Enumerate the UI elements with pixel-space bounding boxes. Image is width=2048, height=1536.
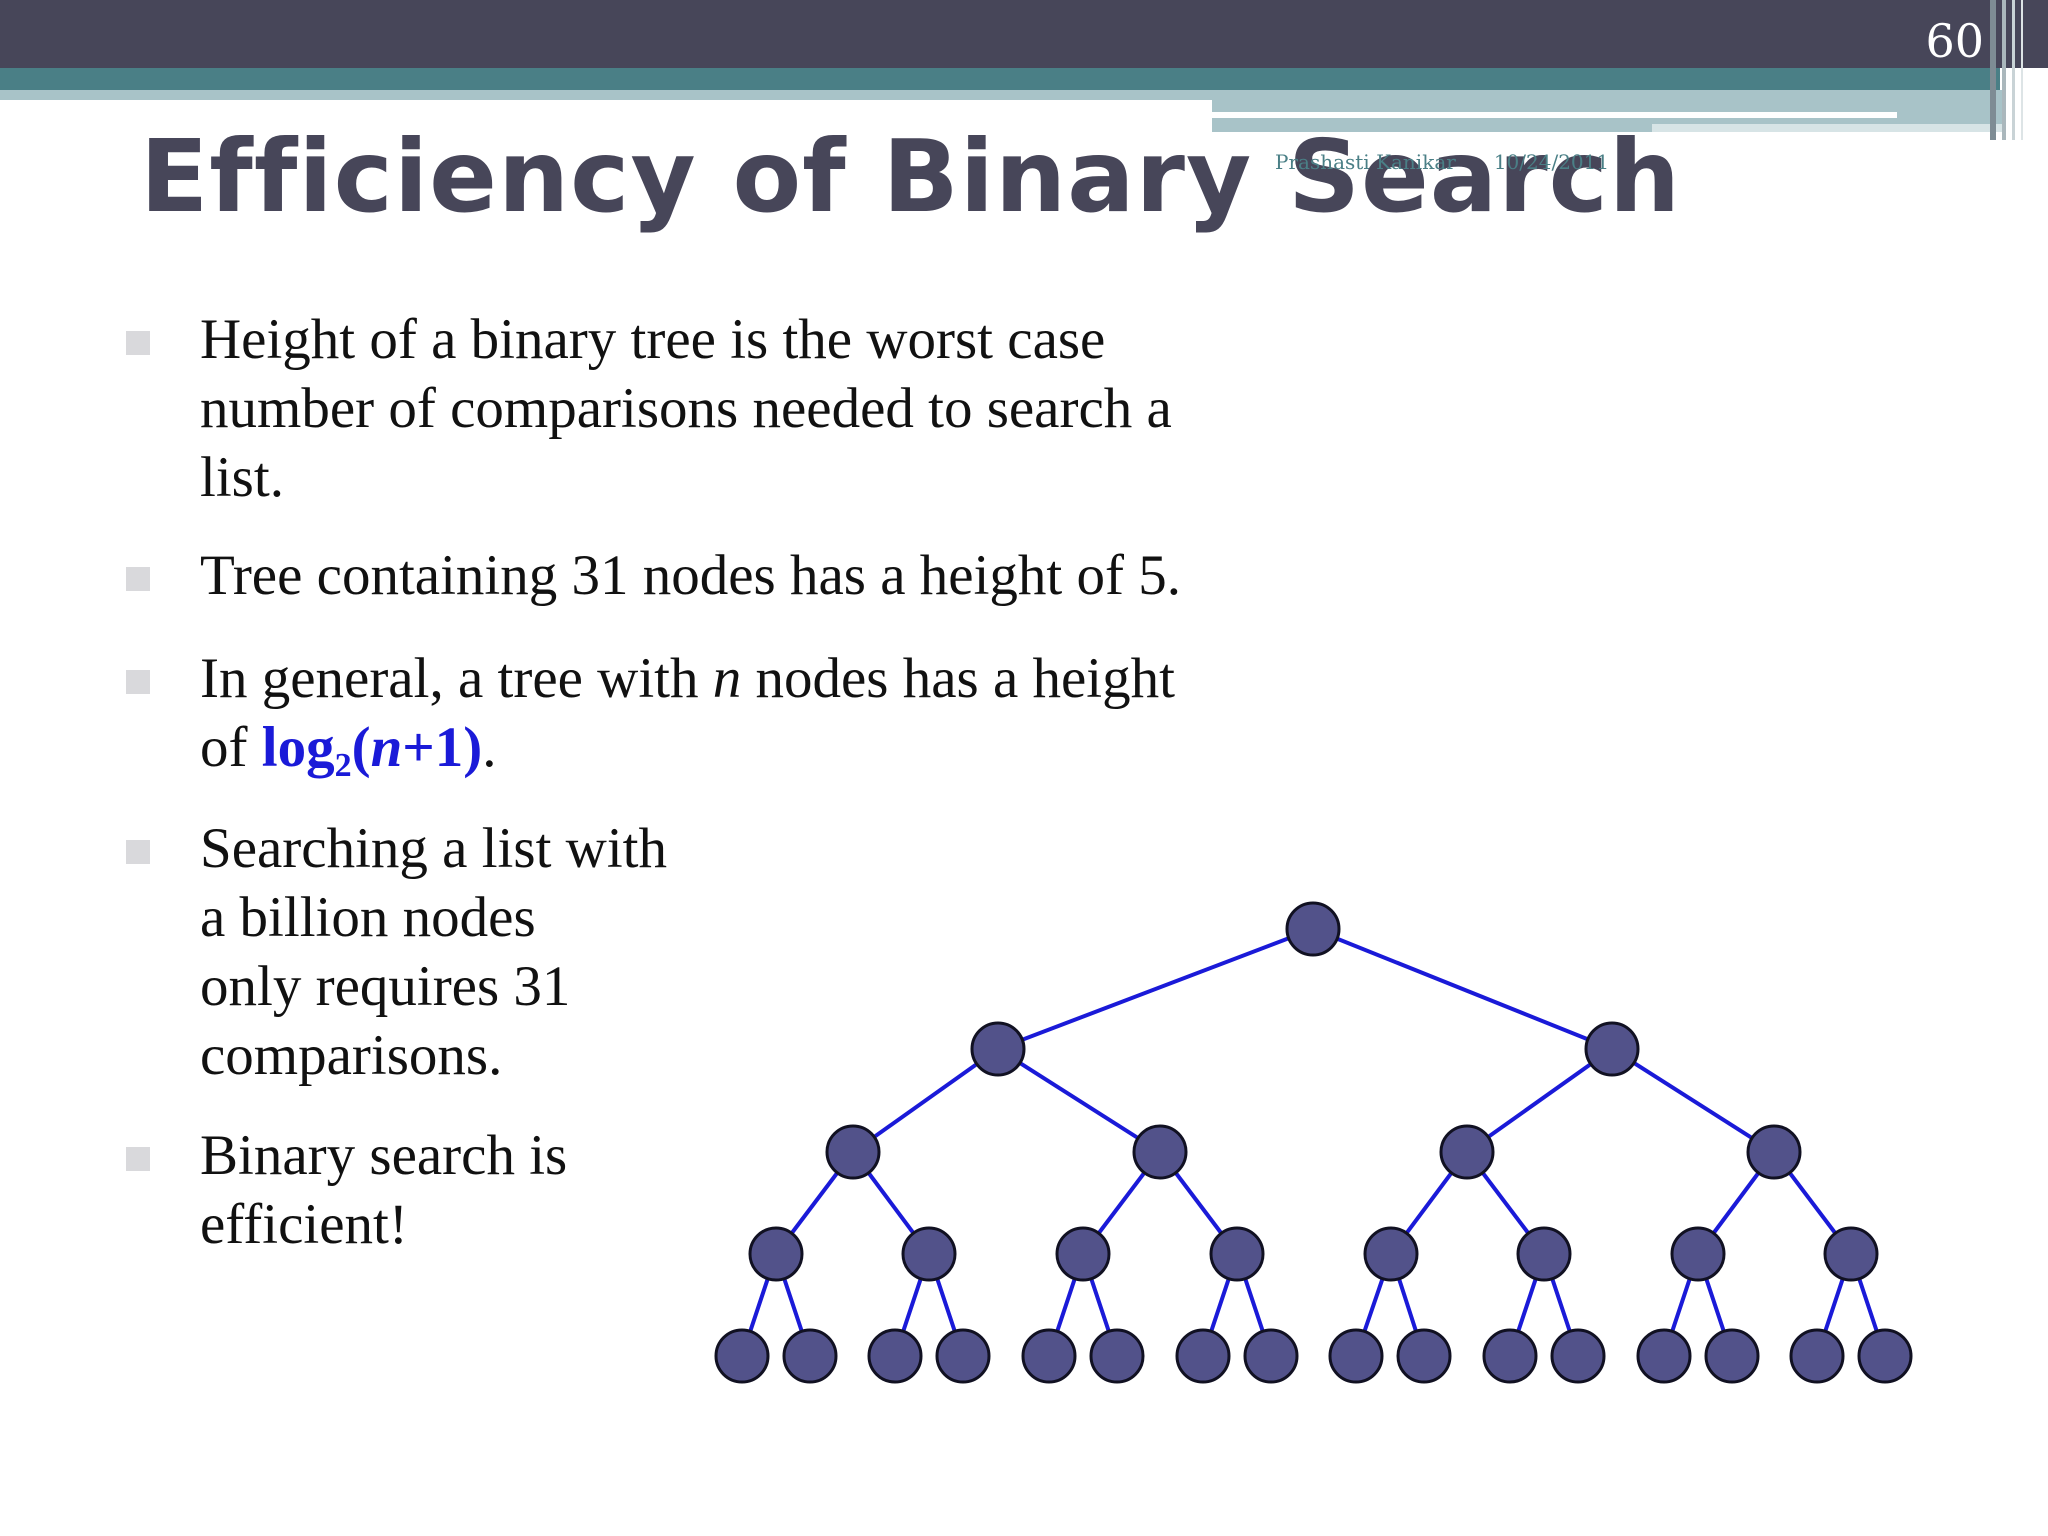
tree-node bbox=[1550, 1328, 1606, 1384]
tree-edges bbox=[740, 927, 1887, 1357]
header-bar-teal bbox=[0, 68, 2000, 90]
tree-edge bbox=[851, 1047, 1000, 1154]
bullet-text: . bbox=[482, 716, 497, 779]
header-bar-dark bbox=[0, 0, 2048, 68]
tree-node bbox=[748, 1226, 804, 1282]
bullet-line: Searching a list with bbox=[200, 817, 667, 880]
tree-node bbox=[1704, 1328, 1760, 1384]
tree-node bbox=[1439, 1124, 1495, 1180]
bullet-line: comparisons. bbox=[200, 1024, 503, 1087]
tree-node bbox=[1789, 1328, 1845, 1384]
bullet-text: of bbox=[200, 716, 262, 779]
bullet-square-icon bbox=[126, 1147, 150, 1171]
header-bar-light bbox=[0, 90, 1212, 100]
tree-node bbox=[935, 1328, 991, 1384]
formula-open: ( bbox=[351, 716, 371, 779]
bullet-square-icon bbox=[126, 331, 150, 355]
tree-node bbox=[1482, 1328, 1538, 1384]
tree-node bbox=[1636, 1328, 1692, 1384]
tree-node bbox=[1328, 1328, 1384, 1384]
edge-strip bbox=[2021, 0, 2023, 140]
bullet-line: Binary search is bbox=[200, 1124, 568, 1187]
tree-node bbox=[1516, 1226, 1572, 1282]
tree-nodes bbox=[714, 901, 1913, 1384]
header-bar-pale bbox=[1652, 124, 2002, 132]
tree-node bbox=[867, 1328, 923, 1384]
bullet-line: number of comparisons needed to search a bbox=[200, 377, 1172, 440]
bullet-line: In general, a tree with n nodes has a he… bbox=[200, 644, 1175, 713]
tree-node bbox=[1243, 1328, 1299, 1384]
bullet-item: Height of a binary tree is the worst cas… bbox=[126, 305, 1172, 512]
bullet-text: In general, a tree with bbox=[200, 647, 713, 710]
bullet-line: efficient! bbox=[200, 1193, 408, 1256]
tree-node bbox=[1285, 901, 1341, 957]
tree-node bbox=[1823, 1226, 1879, 1282]
tree-edge bbox=[996, 1047, 1162, 1154]
variable-n: n bbox=[712, 647, 742, 710]
tree-node bbox=[1021, 1328, 1077, 1384]
edge-strip bbox=[1990, 0, 1996, 140]
tree-node bbox=[1055, 1226, 1111, 1282]
formula-variable: n bbox=[370, 716, 403, 779]
bullet-square-icon bbox=[126, 840, 150, 864]
tree-node bbox=[782, 1328, 838, 1384]
tree-node bbox=[1584, 1021, 1640, 1077]
bullet-item: In general, a tree with n nodes has a he… bbox=[126, 644, 1175, 783]
tree-node bbox=[1363, 1226, 1419, 1282]
formula-rest: +1) bbox=[402, 716, 483, 779]
tree-node bbox=[1857, 1328, 1913, 1384]
formula-log: log bbox=[261, 716, 335, 779]
page-number: 60 bbox=[1925, 14, 1984, 68]
tree-edge bbox=[997, 927, 1314, 1051]
tree-node bbox=[714, 1328, 770, 1384]
header-bar-white-line bbox=[1212, 112, 1897, 118]
slide-title: Efficiency of Binary Search bbox=[140, 118, 1682, 235]
edge-strip bbox=[2012, 0, 2015, 140]
footer-meta: Prashasti Kanikar 10/24/2011 bbox=[1275, 150, 1609, 174]
bullet-line: Height of a binary tree is the worst cas… bbox=[200, 308, 1106, 371]
date-label: 10/24/2011 bbox=[1493, 150, 1610, 174]
bullet-square-icon bbox=[126, 567, 150, 591]
bullet-line: list. bbox=[200, 446, 284, 509]
tree-edge bbox=[1465, 1047, 1614, 1154]
formula-subscript: 2 bbox=[334, 747, 352, 784]
tree-node bbox=[970, 1021, 1026, 1077]
tree-node bbox=[1132, 1124, 1188, 1180]
tree-node bbox=[1209, 1226, 1265, 1282]
tree-node bbox=[825, 1124, 881, 1180]
edge-strip bbox=[2002, 0, 2006, 140]
bullet-item: Binary search is efficient! bbox=[126, 1121, 568, 1259]
log-formula: log2(n+1) bbox=[261, 716, 483, 783]
bullet-line: of log2(n+1). bbox=[200, 713, 1175, 783]
bullet-square-icon bbox=[126, 670, 150, 694]
bullet-line: a billion nodes bbox=[200, 886, 536, 949]
tree-node bbox=[1746, 1124, 1802, 1180]
tree-edge bbox=[1610, 1047, 1776, 1154]
tree-node bbox=[1089, 1328, 1145, 1384]
tree-node bbox=[1670, 1226, 1726, 1282]
bullet-line: only requires 31 bbox=[200, 955, 571, 1018]
tree-node bbox=[1396, 1328, 1452, 1384]
bullet-item: Tree containing 31 nodes has a height of… bbox=[126, 541, 1181, 610]
bullet-item: Searching a list with a billion nodes on… bbox=[126, 814, 667, 1090]
bullet-text: nodes has a height bbox=[741, 647, 1175, 710]
tree-edge bbox=[1312, 927, 1613, 1051]
bullet-line: Tree containing 31 nodes has a height of… bbox=[200, 544, 1181, 607]
author-label: Prashasti Kanikar bbox=[1275, 150, 1456, 174]
tree-node bbox=[1175, 1328, 1231, 1384]
tree-node bbox=[901, 1226, 957, 1282]
